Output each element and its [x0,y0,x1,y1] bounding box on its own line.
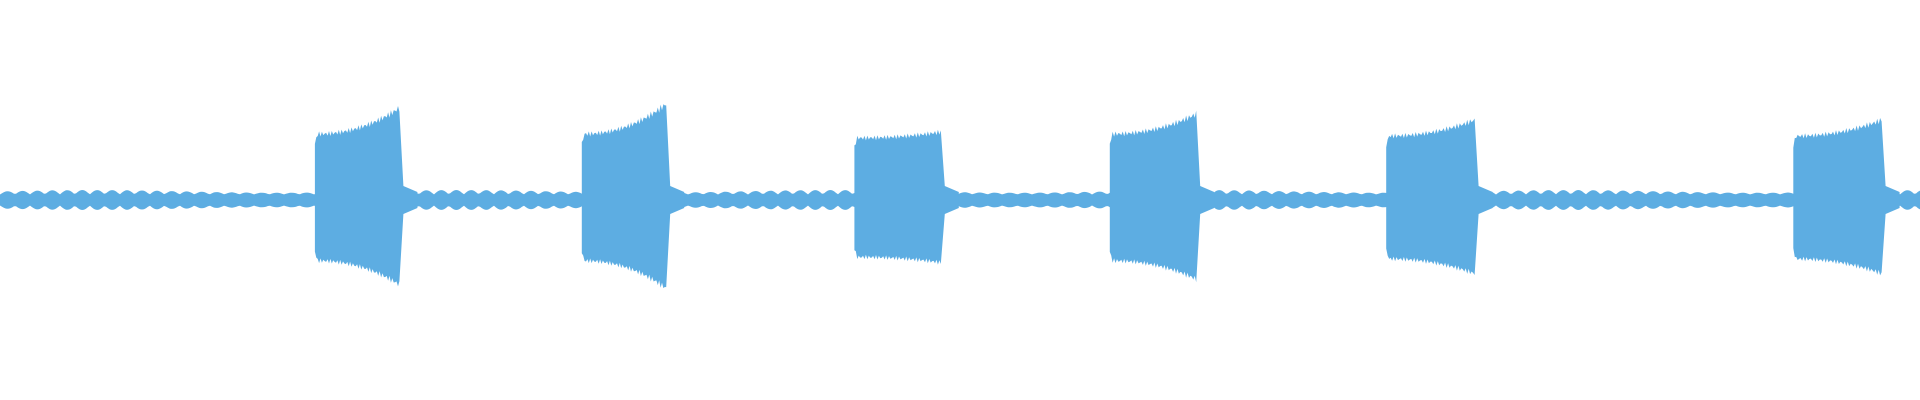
waveform-burst [1793,118,1900,276]
waveform-burst [1109,110,1215,283]
waveform-burst [581,104,685,289]
waveform-bursts [314,104,1900,289]
waveform-burst [854,129,959,265]
waveform-burst [1386,118,1493,275]
waveform-burst [314,106,418,287]
